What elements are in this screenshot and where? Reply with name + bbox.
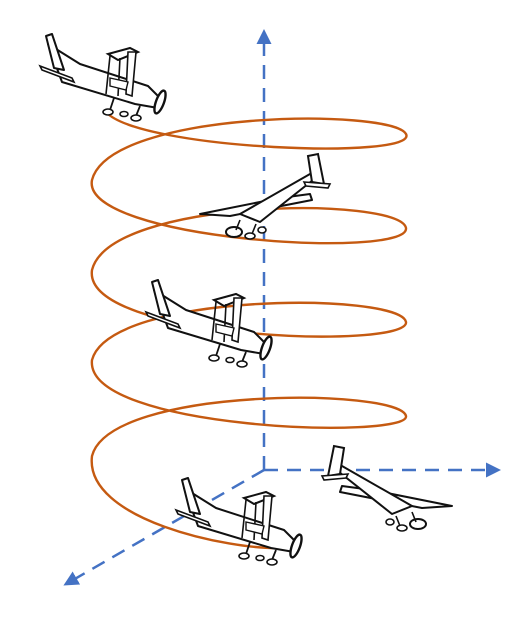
depth-axis <box>63 468 265 586</box>
airplane-icon <box>321 445 453 532</box>
airplane-icon <box>38 32 170 123</box>
airplane-icon <box>174 476 306 567</box>
airplane-icon <box>144 278 276 369</box>
